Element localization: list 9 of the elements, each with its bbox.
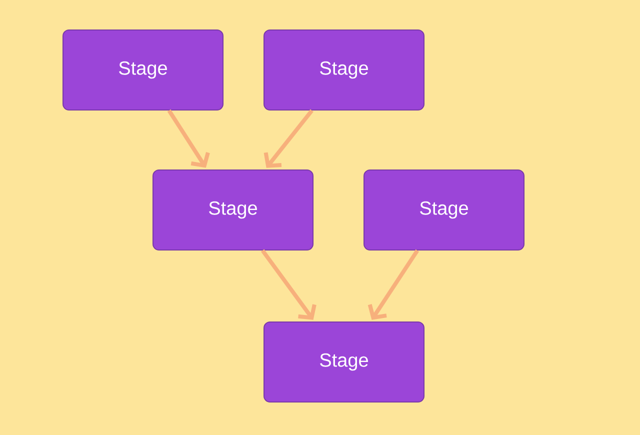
stage-box: Stage [264, 30, 424, 110]
arrow [167, 109, 210, 168]
arrow [368, 249, 420, 320]
stage-box: Stage [152, 170, 314, 250]
stage-box: Stage [364, 170, 524, 250]
arrow [264, 109, 314, 168]
arrow [260, 249, 316, 320]
stage-box: Stage [62, 30, 224, 110]
stage-box: Stage [264, 322, 424, 402]
